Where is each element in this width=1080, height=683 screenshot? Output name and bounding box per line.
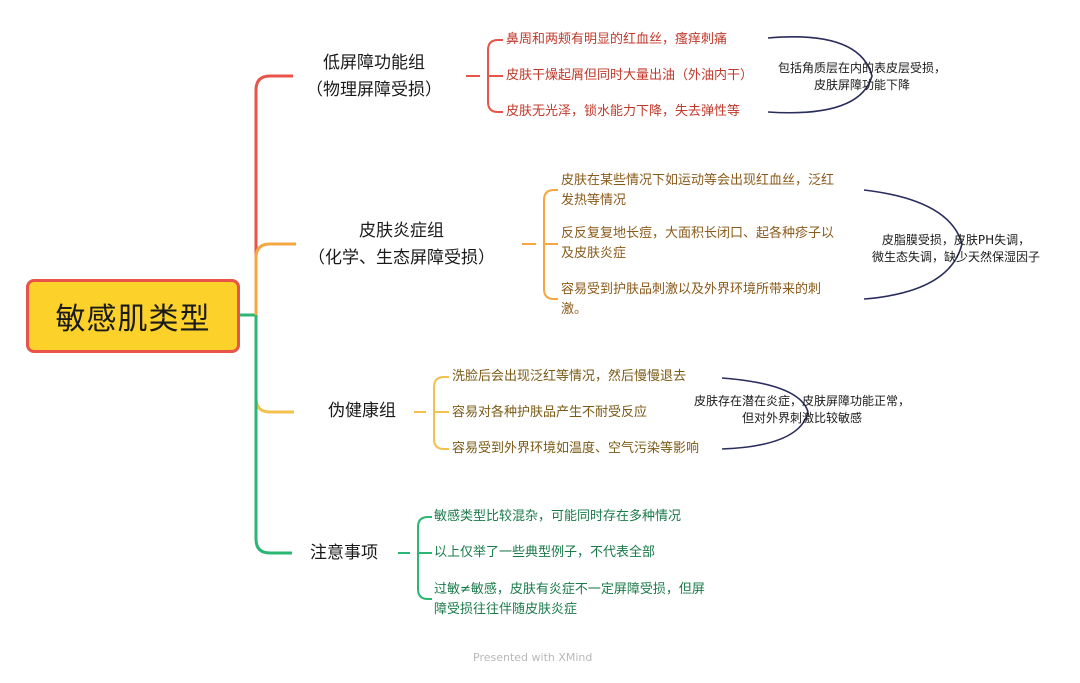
summary-line: 皮脂膜受损，皮肤PH失调，	[881, 233, 1031, 247]
root-label: 敏感肌类型	[55, 302, 211, 337]
leaf-node[interactable]: 过敏≠敏感，皮肤有炎症不一定屏障受损，但屏 障受损往往伴随皮肤炎症	[434, 580, 705, 620]
branch-connector-2	[254, 315, 294, 414]
leaf-node[interactable]: 容易对各种护肤品产生不耐受反应	[452, 403, 647, 423]
leaf-text: 容易受到护肤品刺激以及外界环境所带来的刺	[561, 282, 822, 297]
summary-node[interactable]: 包括角质层在内的表皮层受损， 皮肤屏障功能下降	[778, 60, 946, 94]
leaf-text: 过敏≠敏感，皮肤有炎症不一定屏障受损，但屏	[434, 582, 705, 597]
branch-connector-1	[254, 242, 296, 315]
leaf-text: 激。	[561, 302, 588, 317]
leaf-node[interactable]: 皮肤在某些情况下如运动等会出现红血丝，泛红 发热等情况	[561, 171, 834, 211]
leaf-text: 容易受到外界环境如温度、空气污染等影响	[452, 441, 700, 456]
leaf-text: 以上仅举了一些典型例子，不代表全部	[434, 545, 656, 560]
summary-line: 皮肤屏障功能下降	[814, 78, 911, 92]
branch-label-line: （化学、生态屏障受损）	[308, 248, 495, 268]
leaf-connector-0	[466, 39, 503, 113]
branch-label-line: 注意事项	[310, 543, 378, 563]
summary-node[interactable]: 皮脂膜受损，皮肤PH失调， 微生态失调，缺少天然保湿因子	[872, 232, 1040, 266]
leaf-connector-3	[398, 516, 432, 600]
leaf-text: 及皮肤炎症	[561, 246, 627, 261]
branch-label-line: （物理屏障受损）	[306, 80, 442, 100]
leaf-node[interactable]: 容易受到护肤品刺激以及外界环境所带来的刺 激。	[561, 280, 821, 320]
summary-line: 微生态失调，缺少天然保湿因子	[872, 250, 1041, 264]
branch-label-line: 伪健康组	[328, 401, 396, 421]
summary-line: 包括角质层在内的表皮层受损，	[778, 61, 947, 75]
leaf-text: 鼻周和两颊有明显的红血丝，瘙痒刺痛	[506, 32, 728, 47]
branch-label-line: 皮肤炎症组	[359, 221, 444, 241]
leaf-node[interactable]: 洗脸后会出现泛红等情况，然后慢慢退去	[452, 367, 686, 387]
leaf-text: 皮肤在某些情况下如运动等会出现红血丝，泛红	[561, 173, 835, 188]
summary-node[interactable]: 皮肤存在潜在炎症，皮肤屏障功能正常， 但对外界刺激比较敏感	[694, 393, 910, 427]
leaf-node[interactable]: 反反复复地长痘，大面积长闭口、起各种疹子以 及皮肤炎症	[561, 224, 834, 264]
leaf-connector-2	[414, 376, 449, 450]
leaf-text: 反反复复地长痘，大面积长闭口、起各种疹子以	[561, 226, 835, 241]
branch-node-pseudo-healthy[interactable]: 伪健康组	[328, 398, 396, 425]
branch-node-low-barrier[interactable]: 低屏障功能组 （物理屏障受损）	[306, 50, 442, 104]
leaf-text: 敏感类型比较混杂，可能同时存在多种情况	[434, 509, 682, 524]
branch-label-line: 低屏障功能组	[323, 53, 425, 73]
leaf-node[interactable]: 皮肤干燥起屑但同时大量出油（外油内干）	[506, 66, 753, 86]
leaf-node[interactable]: 敏感类型比较混杂，可能同时存在多种情况	[434, 507, 681, 527]
summary-bracket-2	[721, 377, 809, 450]
branch-connector-3	[254, 315, 292, 555]
summary-bracket-1	[863, 189, 963, 300]
summary-line: 但对外界刺激比较敏感	[742, 411, 863, 425]
leaf-text: 发热等情况	[561, 193, 627, 208]
branch-node-inflammation[interactable]: 皮肤炎症组 （化学、生态屏障受损）	[308, 218, 495, 272]
branch-node-notes[interactable]: 注意事项	[310, 540, 378, 567]
branch-connector-0	[254, 74, 293, 315]
summary-line: 皮肤存在潜在炎症，皮肤屏障功能正常，	[694, 394, 911, 408]
summary-bracket-0	[767, 36, 873, 114]
leaf-node[interactable]: 鼻周和两颊有明显的红血丝，瘙痒刺痛	[506, 30, 727, 50]
leaf-text: 洗脸后会出现泛红等情况，然后慢慢退去	[452, 369, 687, 384]
leaf-text: 皮肤干燥起屑但同时大量出油（外油内干）	[506, 68, 754, 83]
root-node[interactable]: 敏感肌类型	[26, 279, 240, 353]
leaf-text: 容易对各种护肤品产生不耐受反应	[452, 405, 648, 420]
leaf-node[interactable]: 容易受到外界环境如温度、空气污染等影响	[452, 439, 699, 459]
leaf-text: 障受损往往伴随皮肤炎症	[434, 602, 578, 617]
leaf-node[interactable]: 皮肤无光泽，锁水能力下降，失去弹性等	[506, 102, 740, 122]
leaf-node[interactable]: 以上仅举了一些典型例子，不代表全部	[434, 543, 655, 563]
leaf-text: 皮肤无光泽，锁水能力下降，失去弹性等	[506, 104, 741, 119]
watermark: Presented with XMind	[473, 651, 593, 664]
leaf-connector-1	[522, 189, 558, 300]
